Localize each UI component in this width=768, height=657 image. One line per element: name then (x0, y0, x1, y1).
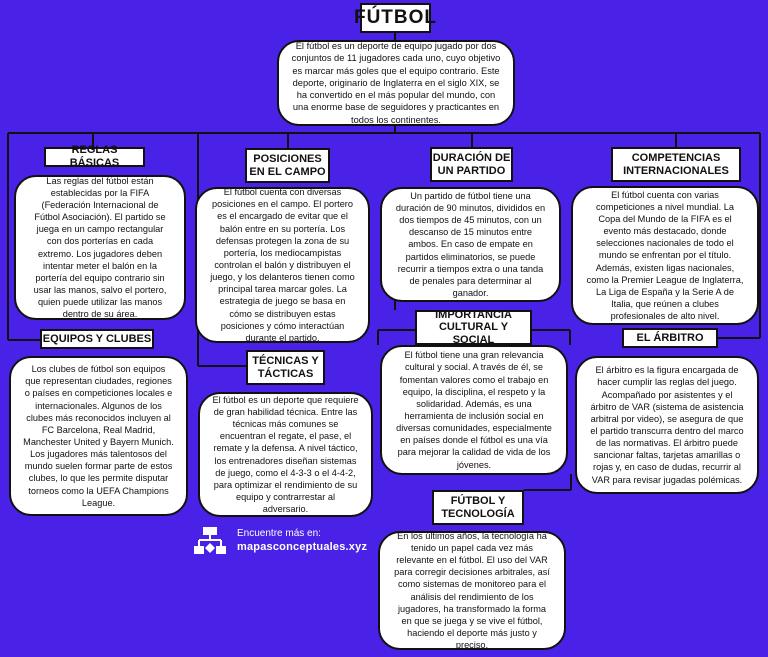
reglas-text: Las reglas del fútbol están establecidas… (33, 175, 167, 320)
intro-text: El fútbol es un deporte de equipo jugado… (291, 41, 501, 125)
intro-box: El fútbol es un deporte de equipo jugado… (277, 40, 515, 126)
tecnologia-text: En los últimos años, la tecnología ha te… (394, 530, 550, 651)
footer-site-link[interactable]: mapasconceptuales.xyz (237, 541, 368, 553)
equipos-box: Los clubes de fútbol son equipos que rep… (9, 356, 188, 516)
footer-watermark: Encuentre más en: mapasconceptuales.xyz (193, 524, 373, 560)
competencias-title: COMPETENCIAS INTERNACIONALES (611, 147, 741, 182)
importancia-text: El fútbol tiene una gran relevancia cult… (396, 350, 552, 470)
footer-caption: Encuentre más en: (237, 528, 321, 539)
equipos-title: EQUIPOS Y CLUBES (40, 329, 154, 349)
arbitro-box: El árbitro es la figura encargada de hac… (575, 356, 759, 494)
duracion-title: DURACIÓN DE UN PARTIDO (430, 147, 513, 182)
arbitro-text: El árbitro es la figura encargada de hac… (590, 365, 744, 485)
reglas-title: REGLAS BÁSICAS (44, 144, 145, 169)
tecnicas-title: TÉCNICAS Y TÁCTICAS (246, 350, 325, 385)
duracion-box: Un partido de fútbol tiene una duración … (380, 187, 561, 302)
importancia-box: El fútbol tiene una gran relevancia cult… (380, 345, 568, 475)
duracion-text: Un partido de fútbol tiene una duración … (395, 190, 546, 298)
equipos-text: Los clubes de fútbol son equipos que rep… (23, 364, 174, 508)
concept-map-logo-icon (194, 527, 226, 554)
arbitro-title: EL ÁRBITRO (622, 328, 718, 348)
reglas-box: Las reglas del fútbol están establecidas… (14, 175, 186, 320)
tecnologia-box: En los últimos años, la tecnología ha te… (378, 531, 566, 650)
posiciones-box: El fútbol cuenta con diversas posiciones… (195, 187, 370, 343)
main-title: FÚTBOL (354, 3, 436, 33)
tecnicas-text: El fútbol es un deporte que requiere de … (212, 394, 359, 515)
tecnicas-box: El fútbol es un deporte que requiere de … (198, 392, 373, 517)
competencias-text: El fútbol cuenta con varias competicione… (586, 189, 744, 322)
tecnologia-title: FÚTBOL Y TECNOLOGÍA (432, 490, 524, 525)
importancia-title: IMPORTANCIA CULTURAL Y SOCIAL (415, 309, 532, 346)
competencias-box: El fútbol cuenta con varias competicione… (571, 186, 759, 325)
posiciones-text: El fútbol cuenta con diversas posiciones… (210, 187, 355, 343)
posiciones-title: POSICIONES EN EL CAMPO (245, 148, 330, 183)
